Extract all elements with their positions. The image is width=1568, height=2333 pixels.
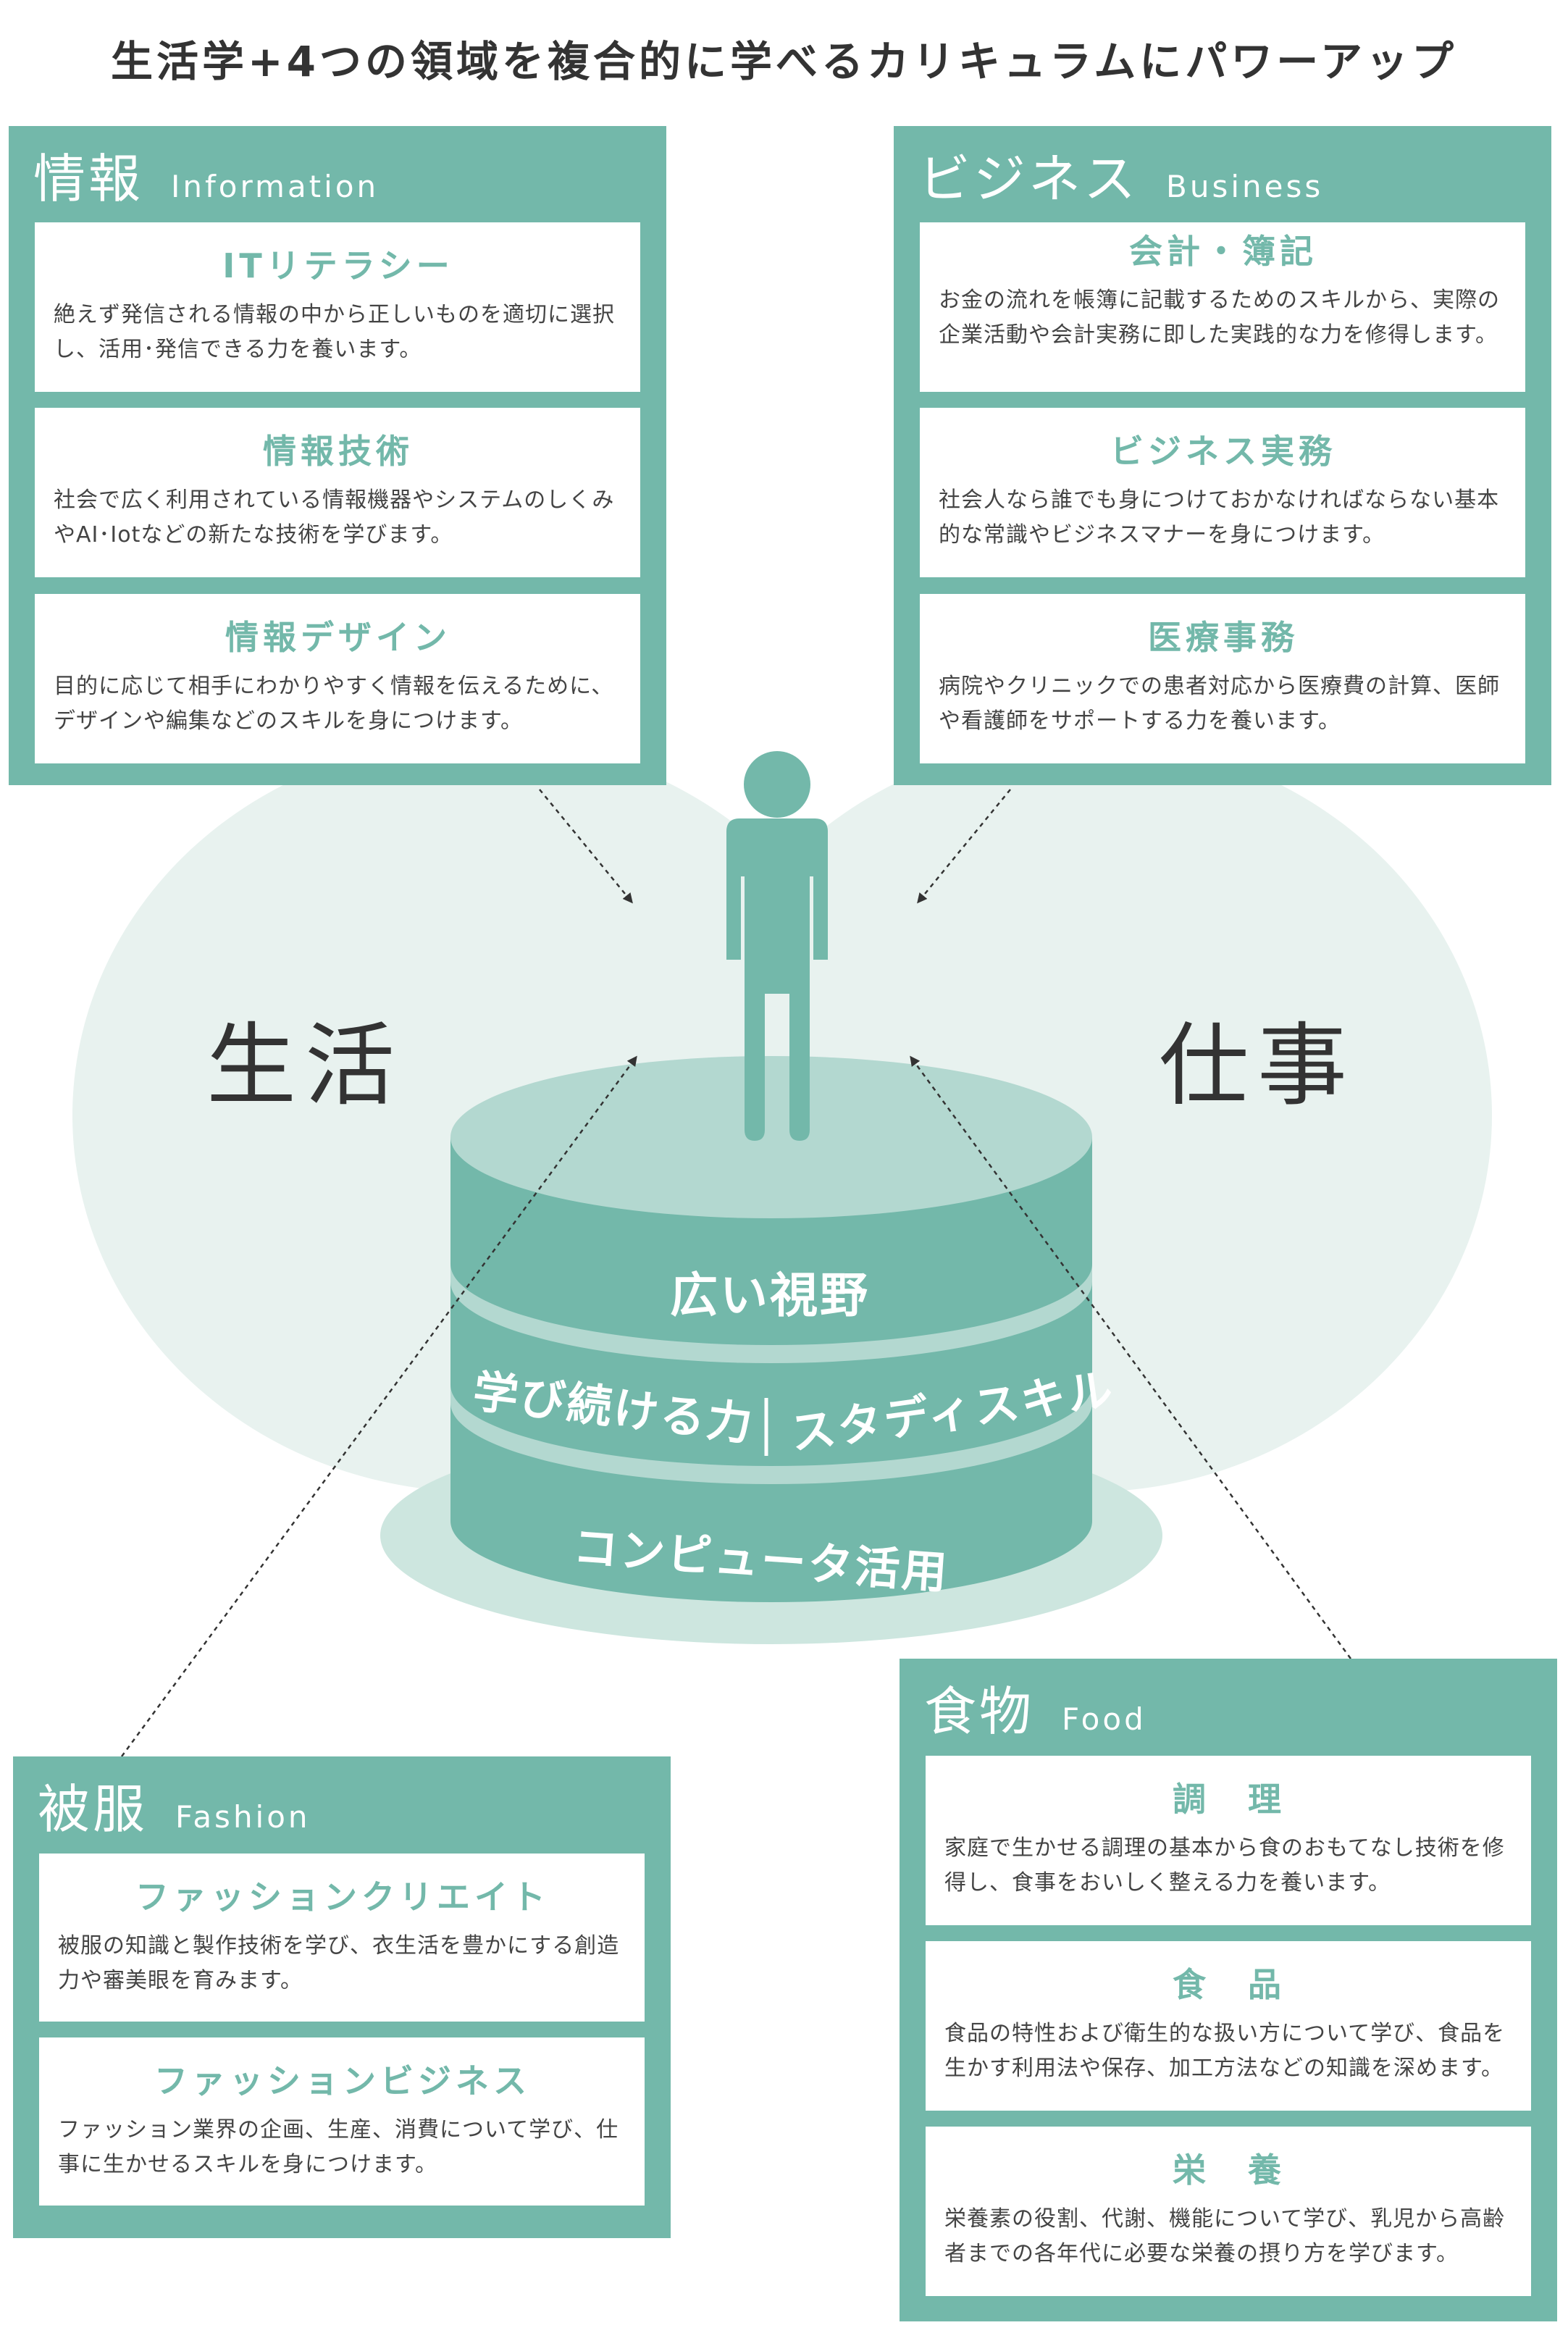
course-desc: 家庭で生かせる調理の基本から食のおもてなし技術を修得し、食事をおいしく整える力を… [944,1835,1505,1896]
category-title: 食物 [924,1681,1035,1742]
course-title: ビジネス実務 [1110,432,1336,471]
course-desc: 病院やクリニックでの患者対応から医療費の計算、医師や看護師をサポートする力を養い… [939,674,1500,734]
course-card-info-design: 情報デザイン 目的に応じて相手にわかりやすく情報を伝えるために、デザインや編集な… [35,594,640,763]
course-desc: 社会で広く利用されている情報機器やシステムのしくみやAI･Iotなどの新たな技術… [54,487,615,548]
category-food: 食物 Food 調 理 家庭で生かせる調理の基本から食のおもてなし技術を修得し、食… [900,1659,1557,2321]
tier-band-1 [450,1264,1092,1363]
course-card-accounting: 会計・簿記 お金の流れを帳簿に記載するためのスキルから、実際の企業活動や会計実務… [920,222,1525,392]
tier-band-2 [450,1385,1092,1484]
course-title: 栄 養 [1173,2150,1286,2190]
course-title: ITリテラシー [222,246,454,285]
category-business: ビジネス Business 会計・簿記 お金の流れを帳簿に記載するためのスキルから… [894,126,1551,785]
category-title: ビジネス [918,148,1139,209]
course-desc: 被服の知識と製作技術を学び、衣生活を豊かにする創造力や審美眼を育みます。 [58,1933,620,1993]
category-subtitle: Information [171,169,380,204]
course-desc: 食品の特性および衛生的な扱い方について学び、食品を生かす利用法や保存、加工方法な… [944,2021,1506,2081]
course-desc: 社会人なら誰でも身につけておかなければならない基本的な常識やビジネスマナーを身に… [939,487,1500,548]
course-card-nutrition: 栄 養 栄養素の役割、代謝、機能について学び、乳児から高齢者までの各年代に必要な… [926,2127,1531,2296]
course-title: ファッションビジネス [154,2061,531,2100]
category-subtitle: Fashion [175,1799,311,1835]
course-desc: お金の流れを帳簿に記載するためのスキルから、実際の企業活動や会計実務に即した実践… [939,288,1500,348]
course-title: 情報デザイン [225,618,451,657]
category-title: 被服 [38,1779,148,1840]
work-label: 仕事 [1159,1014,1357,1118]
category-subtitle: Food [1062,1701,1146,1737]
person-icon [726,751,828,1141]
course-title: 食 品 [1173,1965,1286,2004]
course-title: ファッションクリエイト [135,1877,550,1917]
category-fashion: 被服 Fashion ファッションクリエイト 被服の知識と製作技術を学び、衣生活を… [13,1756,671,2238]
course-card-fashion-create: ファッションクリエイト 被服の知識と製作技術を学び、衣生活を豊かにする創造力や審… [39,1854,645,2022]
course-title: 医療事務 [1148,618,1299,657]
cylinder-top [450,1056,1092,1218]
course-desc: ファッション業界の企画、生産、消費について学び、仕事に生かせるスキルを身につけま… [58,2117,619,2177]
course-card-food-products: 食 品 食品の特性および衛生的な扱い方について学び、食品を生かす利用法や保存、加… [926,1941,1531,2111]
course-card-fashion-business: ファッションビジネス ファッション業界の企画、生産、消費について学び、仕事に生か… [39,2037,645,2206]
course-title: 調 理 [1173,1780,1286,1819]
course-desc: 絶えず発信される情報の中から正しいものを適切に選択し、活用･発信できる力を養いま… [54,302,615,362]
category-information: 情報 Information ITリテラシー 絶えず発信される情報の中から正しいも… [9,126,666,785]
tier-broad-view: 広い視野 [670,1268,870,1323]
course-card-info-tech: 情報技術 社会で広く利用されている情報機器やシステムのしくみやAI･Iotなどの… [35,408,640,577]
course-desc: 栄養素の役割、代謝、機能について学び、乳児から高齢者までの各年代に必要な栄養の摂… [944,2206,1506,2266]
course-card-it-literacy: ITリテラシー 絶えず発信される情報の中から正しいものを適切に選択し、活用･発信… [35,222,640,392]
course-card-business-practice: ビジネス実務 社会人なら誰でも身につけておかなければならない基本的な常識やビジネ… [920,408,1525,577]
cylinder-body [450,1137,1092,1602]
course-card-medical-office: 医療事務 病院やクリニックでの患者対応から医療費の計算、医師や看護師をサポートす… [920,594,1525,763]
category-subtitle: Business [1166,169,1324,204]
course-title: 情報技術 [263,432,414,471]
category-title: 情報 [33,148,144,209]
connector-arrows [120,789,1352,1757]
course-desc: 目的に応じて相手にわかりやすく情報を伝えるために、デザインや編集などのスキルを身… [54,674,614,734]
page-title: 生活学+4つの領域を複合的に学べるカリキュラムにパワーアップ [111,37,1457,86]
course-card-cooking: 調 理 家庭で生かせる調理の基本から食のおもてなし技術を修得し、食事をおいしく整… [926,1756,1531,1925]
course-title: 会計・簿記 [1129,232,1317,271]
life-label: 生活 [206,1014,404,1118]
